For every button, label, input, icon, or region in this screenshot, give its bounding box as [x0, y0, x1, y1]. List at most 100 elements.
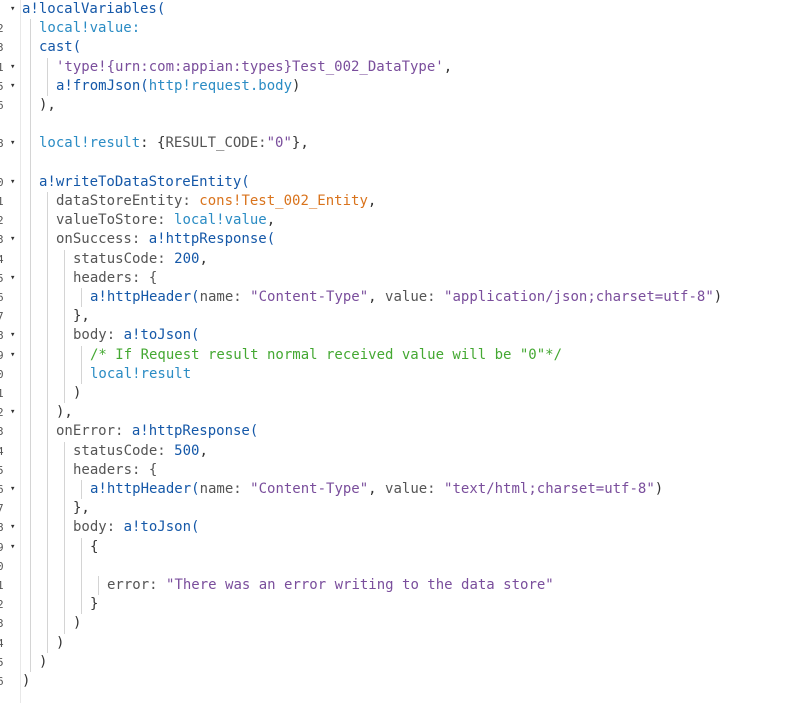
- indent-guide: [81, 480, 82, 500]
- code-token: name:: [199, 481, 251, 497]
- code-line[interactable]: onError: a!httpResponse(: [56, 422, 258, 441]
- gutter-row: 2: [0, 211, 20, 230]
- code-line[interactable]: statusCode: 200,: [73, 250, 208, 269]
- code-token: "0": [266, 135, 292, 152]
- code-line[interactable]: valueToStore: local!value,: [56, 211, 275, 230]
- fold-arrow-icon[interactable]: ▾: [10, 349, 16, 360]
- fold-arrow-icon[interactable]: ▾: [10, 4, 16, 14]
- gutter-row: 0: [0, 557, 20, 576]
- fold-arrow-icon[interactable]: ▾: [10, 407, 16, 418]
- code-line[interactable]: headers: {: [73, 461, 157, 480]
- gutter-row: 1: [0, 576, 20, 595]
- code-token: onSuccess:: [56, 231, 149, 248]
- code-line[interactable]: statusCode: 500,: [73, 442, 208, 461]
- code-line[interactable]: cast(: [39, 38, 81, 57]
- code-token: a!toJson(: [123, 519, 200, 536]
- fold-arrow-icon[interactable]: ▾: [10, 61, 16, 72]
- code-line[interactable]: ): [56, 634, 64, 653]
- code-line[interactable]: ): [73, 614, 81, 633]
- code-token: {: [90, 538, 99, 555]
- line-number: 2: [0, 598, 4, 612]
- code-line[interactable]: body: a!toJson(: [73, 326, 199, 345]
- code-token: ): [292, 77, 301, 94]
- line-number: 1: [0, 579, 4, 592]
- code-line[interactable]: error: "There was an error writing to th…: [107, 576, 554, 595]
- code-line[interactable]: dataStoreEntity: cons!Test_002_Entity,: [56, 192, 376, 211]
- line-number: 3: [0, 425, 4, 439]
- code-token: ): [22, 673, 31, 689]
- code-line[interactable]: local!result: [90, 365, 191, 384]
- code-line[interactable]: a!httpHeader(name: "Content-Type", value…: [90, 288, 722, 307]
- gutter-row: 8▾: [0, 518, 20, 537]
- code-line[interactable]: /* If Request result normal received val…: [90, 346, 562, 365]
- fold-arrow-icon[interactable]: ▾: [10, 541, 16, 552]
- code-line[interactable]: a!writeToDataStoreEntity(: [39, 173, 250, 192]
- code-token: ): [39, 653, 48, 670]
- fold-arrow-icon[interactable]: ▾: [10, 330, 16, 341]
- code-token: }: [90, 596, 99, 613]
- line-number: 2: [0, 406, 4, 420]
- line-number: 1: [0, 195, 4, 208]
- code-line[interactable]: onSuccess: a!httpResponse(: [56, 230, 275, 249]
- line-number: 3: [0, 41, 4, 55]
- indent-guide: [47, 57, 48, 96]
- code-token: a!fromJson(: [56, 77, 149, 94]
- line-number: 4: [0, 636, 4, 650]
- code-line[interactable]: a!fromJson(http!request.body): [56, 77, 300, 96]
- fold-arrow-icon[interactable]: ▾: [10, 80, 16, 91]
- code-token: "Content-Type": [250, 289, 369, 305]
- code-line[interactable]: headers: {: [73, 269, 157, 288]
- gutter-row: ▾: [0, 0, 20, 19]
- fold-arrow-icon[interactable]: ▾: [10, 484, 16, 494]
- code-token: a!toJson(: [123, 327, 200, 344]
- code-line[interactable]: ): [39, 653, 47, 672]
- code-area[interactable]: a!localVariables(local!value:cast('type!…: [22, 0, 790, 703]
- code-line[interactable]: ),: [56, 403, 73, 422]
- line-number: 8: [0, 521, 4, 535]
- fold-arrow-icon[interactable]: ▾: [10, 522, 16, 533]
- code-line[interactable]: ): [22, 672, 30, 691]
- code-token: local!result: [39, 135, 141, 152]
- code-line[interactable]: local!result: {RESULT_CODE:"0"},: [39, 134, 309, 153]
- gutter-row: 3▾: [0, 230, 20, 249]
- line-number: 6: [0, 675, 4, 688]
- code-token: ): [56, 634, 65, 651]
- gutter-row: 9▾: [0, 346, 20, 365]
- code-token: local!value: [174, 212, 267, 229]
- code-line[interactable]: {: [90, 538, 98, 557]
- code-token: headers: {: [73, 461, 158, 478]
- line-number: 1: [0, 60, 4, 74]
- gutter-row: 9▾: [0, 538, 20, 557]
- gutter-row: 4: [0, 250, 20, 269]
- indent-guide: [81, 537, 82, 615]
- code-line[interactable]: a!localVariables(: [22, 0, 165, 19]
- gutter-row: 8▾: [0, 134, 20, 153]
- code-line[interactable]: 'type!{urn:com:appian:types}Test_002_Dat…: [56, 58, 452, 77]
- code-line[interactable]: body: a!toJson(: [73, 518, 199, 537]
- code-token: valueToStore:: [56, 212, 175, 229]
- fold-arrow-icon[interactable]: ▾: [10, 272, 16, 283]
- line-number: 4: [0, 252, 4, 266]
- code-token: ): [73, 385, 82, 401]
- gutter-row: 8▾: [0, 326, 20, 345]
- code-line[interactable]: ): [73, 384, 81, 403]
- code-line[interactable]: },: [73, 307, 90, 326]
- code-line[interactable]: a!httpHeader(name: "Content-Type", value…: [90, 480, 663, 499]
- code-token: ,: [368, 481, 386, 497]
- code-line[interactable]: ),: [39, 96, 56, 115]
- code-line[interactable]: },: [73, 499, 90, 518]
- fold-arrow-icon[interactable]: ▾: [10, 234, 16, 245]
- code-token: "application/json;charset=utf-8": [444, 289, 714, 305]
- gutter-row: 2▾: [0, 403, 20, 422]
- gutter-row: 6: [0, 288, 20, 307]
- gutter-row: 5▾: [0, 77, 20, 96]
- code-token: "text/html;charset=utf-8": [444, 481, 655, 497]
- code-line[interactable]: local!value:: [39, 19, 140, 38]
- code-line[interactable]: }: [90, 595, 98, 614]
- indent-guide: [81, 345, 82, 384]
- code-token: a!httpHeader(: [90, 481, 200, 497]
- fold-arrow-icon[interactable]: ▾: [10, 138, 16, 149]
- fold-arrow-icon[interactable]: ▾: [10, 176, 16, 187]
